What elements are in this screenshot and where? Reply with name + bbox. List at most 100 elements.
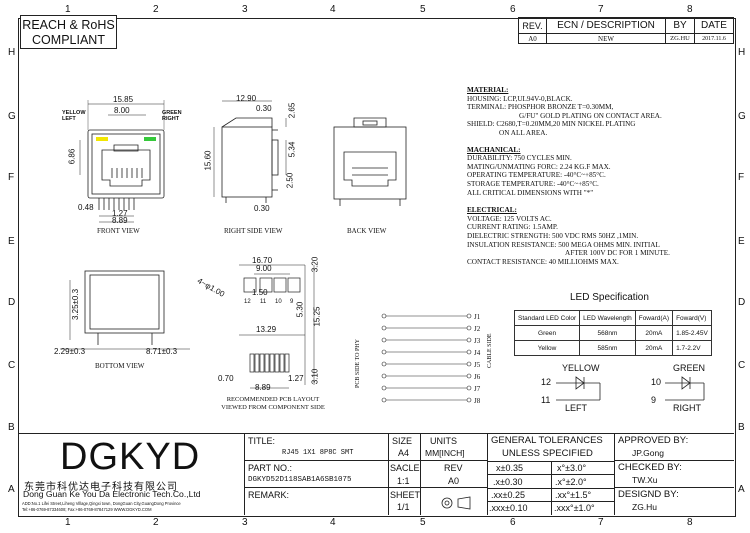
zone-row-label: B [8,422,15,433]
dim-label: 5.30 [295,301,305,318]
title-divider [487,501,614,502]
tolerance-title: GENERAL TOLERANCES [491,435,603,446]
dim-label: 0.30 [256,104,272,113]
dim-label: 15.60 [203,150,213,171]
zone-row-label: C [738,360,746,371]
pinout-labels: J1 J2 J3 J4 J5 J6 J7 J8 [474,311,480,407]
company-address: ADD:No.1 Lifei Street,Liheng Village,Qin… [22,501,181,506]
electrical-line: CURRENT RATING: 1.5AMP. [467,223,558,232]
compliance-line1: REACH & RoHS [22,18,115,32]
pin-label: J5 [474,361,481,369]
zone-row-label: H [738,47,746,58]
dim-label: 3.20 [310,256,320,273]
approved-label: APPROVED BY: [618,435,689,446]
back-view-label: BACK VIEW [347,227,387,235]
led-spec-header: Foward(V) [672,310,712,326]
front-view [79,100,165,223]
material-line: HOUSING: LCP,UL94V-0,BLACK. [467,94,573,103]
zone-column-label: 2 [153,517,159,528]
compliance-line2: COMPLIANT [32,33,105,47]
zone-row-label: G [8,111,16,122]
zone-column-label: 6 [510,4,516,15]
dim-label: 3.25±0.3 [71,288,81,321]
pin-label: J1 [474,313,481,321]
tolerance-value: x°±3.0° [557,463,587,473]
sheet-value: 1/1 [397,502,410,512]
tolerance-value: .xxx°±1.0° [554,503,595,513]
tolerance-subtitle: UNLESS SPECIFIED [502,448,593,459]
zone-column-label: 3 [242,517,248,528]
zone-row-label: G [738,111,746,122]
led-label-side: RIGHT [162,116,180,122]
tolerance-value: .xxx±0.10 [489,503,528,513]
pin-label: J4 [474,349,481,357]
material-line: SHIELD: C2680,T=0.20MM,20 MIN NICKEL PLA… [467,120,636,129]
yellow-led-side: LEFT [565,403,588,413]
yellow-led-label: YELLOW [562,363,600,373]
title-divider [487,488,614,489]
company-contact: Tel:+86-0769-87334608; Fax:+86-0769-8784… [22,507,152,512]
pcb-layout-caption: RECOMMENDED PCB LAYOUT VIEWED FROM COMPO… [218,396,328,412]
pin-label: J6 [474,373,481,381]
electrical-line: DIELECTRIC STRENGTH: 500 VDC RMS 50HZ ,1… [467,231,639,240]
tolerance-value: .xx°±1.5° [555,490,592,500]
green-led [144,137,156,141]
title-divider [244,460,487,461]
title-divider [244,487,487,488]
zone-column-label: 1 [65,4,71,15]
title-block [18,433,734,516]
led-green-right-label: GREEN RIGHT [162,110,182,122]
zone-row-label: F [738,172,745,183]
dim-label: 1.27 [288,374,304,383]
rev-label: REV [444,463,463,473]
pcb-side-label: PCB SIDE TO PHY [355,339,361,388]
title-divider [388,433,389,515]
spec-notes: MATERIAL: HOUSING: LCP,UL94V-0,BLACK. TE… [467,86,670,266]
front-view-label: FRONT VIEW [97,227,140,235]
pcb-caption-line: VIEWED FROM COMPONENT SIDE [221,404,325,411]
zone-row-label: E [738,236,745,247]
green-led-pin-b: 9 [651,395,657,405]
zone-row-label: A [8,484,15,495]
dim-label: 12.90 [236,94,257,103]
dim-label: 5.34 [287,141,297,158]
title-label: TITLE: [248,436,276,446]
green-led-pin-a: 10 [651,377,662,387]
dim-label: 8.89 [255,383,271,392]
title-divider [614,460,734,461]
zone-column-label: 4 [330,517,336,528]
led-spec-cell: 585nm [579,340,636,356]
led-label-color: GREEN [162,110,182,116]
company-logo: DGKYD [60,436,201,478]
led-diode-symbols [556,376,705,401]
sheet-label: SHEET [390,490,421,500]
remark-label: REMARK: [248,490,290,500]
zone-row-label: E [8,236,15,247]
title-divider [487,461,614,462]
projection-symbol [441,496,471,510]
led-spec-cell: Green [513,325,581,341]
led-spec-cell: 20mA [634,340,674,356]
title-divider [614,487,734,488]
approved-by: JP.Gong [632,448,664,458]
size-label: SIZE [392,436,413,446]
yellow-led [96,137,108,141]
led-spec-row: Yellow 585nm 20mA 1.7-2.2V [513,340,712,356]
dim-label: 15.25 [312,306,322,327]
zone-column-label: 1 [65,517,71,528]
right-side-view [213,100,287,203]
dim-label: 2.65 [287,102,297,119]
checked-by: TW.Xu [632,475,658,485]
compliance-box: REACH & RoHS COMPLIANT [20,15,117,49]
zone-column-label: 5 [420,517,426,528]
tolerance-value: .x±0.30 [493,477,523,487]
led-spec-row: Green 568nm 20mA 1.85-2.45V [513,325,712,341]
green-led-side: RIGHT [673,403,701,413]
electrical-line: AFTER 100V DC FOR 1 MINUTE. [565,249,670,258]
mechanical-line: OPERATING TEMPERATURE: -40°C~+85°C. [467,171,606,180]
zone-column-label: 8 [687,517,693,528]
pinout-diagram [381,313,472,403]
tolerance-value: .x°±2.0° [555,477,587,487]
zone-column-label: 7 [598,517,604,528]
